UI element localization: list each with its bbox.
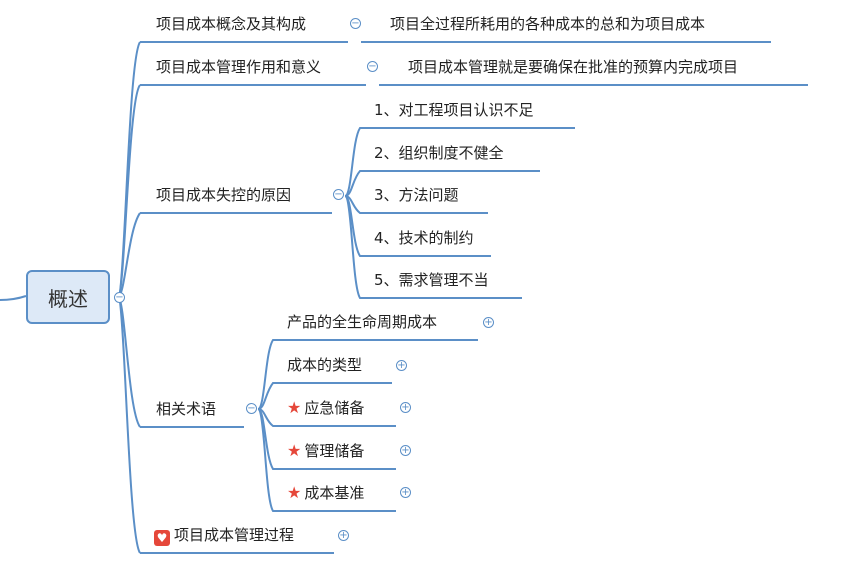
root-topic[interactable]: 概述	[26, 270, 110, 324]
branch-label: 项目成本管理过程	[174, 526, 295, 544]
term-item-marked[interactable]: ★成本基准	[287, 483, 364, 503]
branch-cost-management-role-collapse-toggle[interactable]: −	[367, 61, 378, 72]
cause-item[interactable]: 5、需求管理不当	[374, 271, 489, 289]
cause-item[interactable]: 2、组织制度不健全	[374, 144, 504, 162]
root-topic-label: 概述	[48, 286, 88, 311]
branch-process-expand-toggle[interactable]: +	[338, 530, 349, 541]
heart-icon: ♥	[154, 530, 170, 546]
cause-item[interactable]: 1、对工程项目认识不足	[374, 101, 534, 119]
term-expand-toggle[interactable]: +	[400, 445, 411, 456]
cause-item[interactable]: 4、技术的制约	[374, 229, 474, 247]
term-expand-toggle[interactable]: +	[400, 487, 411, 498]
cost-concept-detail[interactable]: 项目全过程所耗用的各种成本的总和为项目成本	[390, 15, 706, 33]
cause-item[interactable]: 3、方法问题	[374, 186, 459, 204]
term-item[interactable]: 成本的类型	[287, 356, 363, 374]
term-item-marked[interactable]: ★管理储备	[287, 441, 364, 461]
term-expand-toggle[interactable]: +	[483, 317, 494, 328]
term-item[interactable]: 产品的全生命周期成本	[287, 313, 438, 331]
branch-cost-concept-collapse-toggle[interactable]: −	[350, 18, 361, 29]
term-item-marked[interactable]: ★应急储备	[287, 398, 364, 418]
term-label: 管理储备	[304, 442, 365, 460]
term-label: 应急储备	[304, 399, 365, 417]
cost-management-role-detail[interactable]: 项目成本管理就是要确保在批准的预算内完成项目	[408, 58, 739, 76]
star-icon: ★	[287, 441, 302, 460]
branch-cost-concept[interactable]: 项目成本概念及其构成	[156, 15, 307, 33]
branch-cost-out-of-control-causes[interactable]: 项目成本失控的原因	[156, 186, 292, 204]
branch-cost-management-process[interactable]: ♥项目成本管理过程	[154, 525, 294, 546]
branch-cost-management-role[interactable]: 项目成本管理作用和意义	[156, 58, 322, 76]
root-collapse-toggle[interactable]: −	[114, 292, 125, 303]
term-label: 成本基准	[304, 484, 365, 502]
branch-causes-collapse-toggle[interactable]: −	[333, 189, 344, 200]
term-expand-toggle[interactable]: +	[396, 360, 407, 371]
branch-related-terms[interactable]: 相关术语	[156, 400, 217, 418]
star-icon: ★	[287, 483, 302, 502]
star-icon: ★	[287, 398, 302, 417]
term-expand-toggle[interactable]: +	[400, 402, 411, 413]
branch-related-terms-collapse-toggle[interactable]: −	[246, 403, 257, 414]
